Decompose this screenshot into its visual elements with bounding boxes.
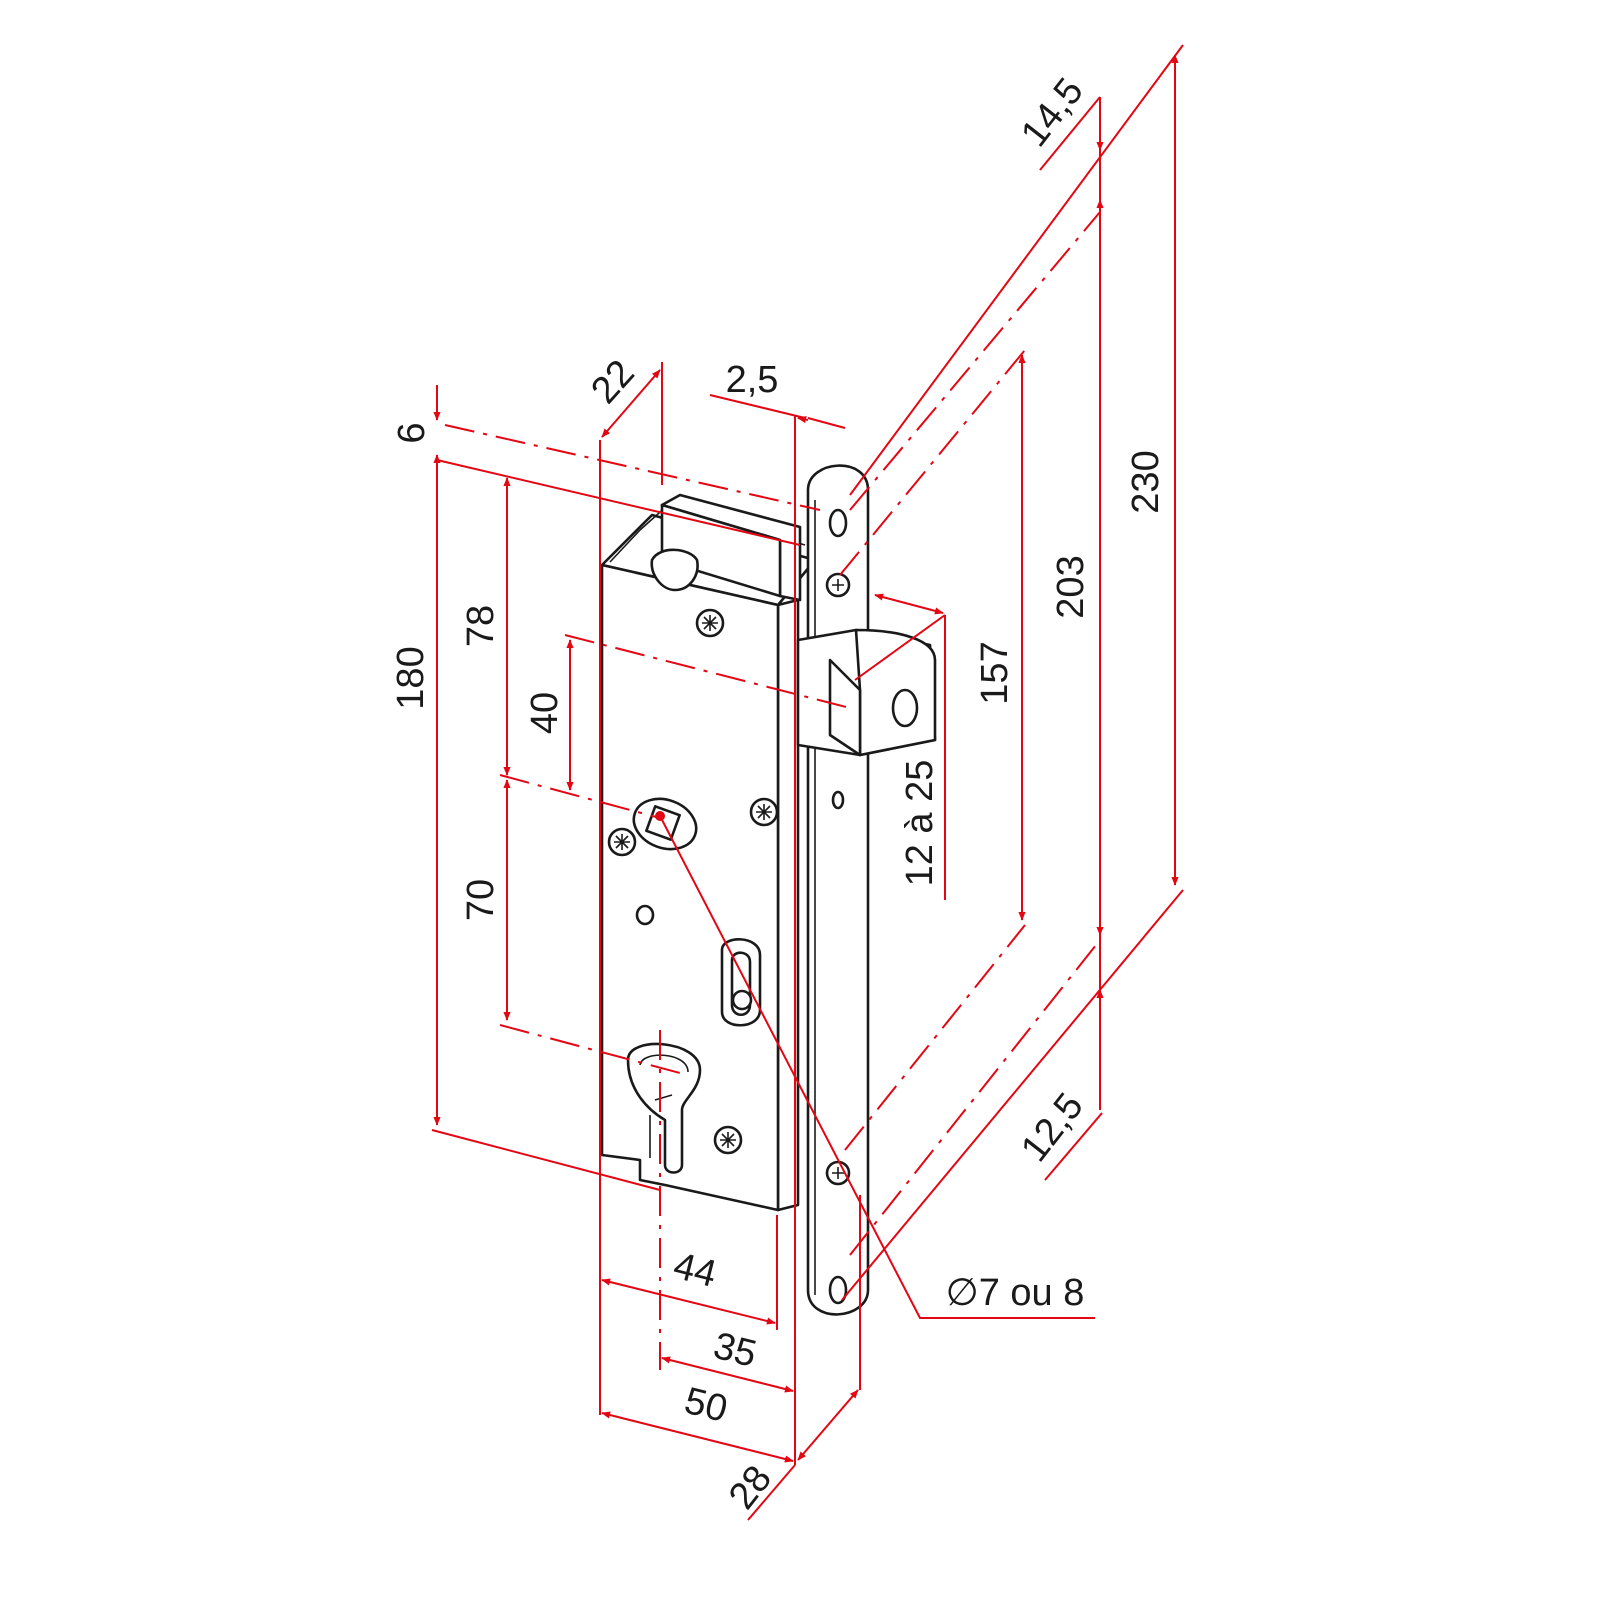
dim-line-28	[797, 1389, 859, 1461]
label-157: 157	[974, 641, 1016, 704]
label-44: 44	[669, 1245, 720, 1296]
dimension-lines	[431, 44, 1184, 1521]
label-12-25: 12 à 25	[899, 760, 941, 887]
label-2-5: 2,5	[726, 359, 779, 401]
top-latch-block	[650, 493, 802, 602]
forend-screw-hole-bottom	[828, 1275, 848, 1305]
screw-icon	[749, 797, 779, 827]
label-28: 28	[721, 1458, 780, 1517]
dim-line-22	[601, 369, 661, 438]
dim-line-12-25	[874, 593, 944, 615]
case-front-plate	[600, 563, 780, 1212]
label-hole-diameter: ∅7 ou 8	[946, 1272, 1085, 1314]
forend-screw-hole-top	[828, 508, 848, 538]
dim-line-44	[601, 1278, 776, 1325]
latch-bolt	[796, 628, 937, 757]
dim-line-50	[601, 1411, 794, 1463]
label-35: 35	[709, 1325, 760, 1376]
label-180: 180	[390, 646, 432, 709]
case-screws	[607, 608, 779, 1155]
forend-small-hole	[831, 790, 845, 810]
dim-line-2-5	[797, 416, 809, 424]
label-14-5: 14,5	[1013, 71, 1092, 155]
label-12-5: 12,5	[1013, 1086, 1092, 1170]
label-6: 6	[391, 422, 433, 443]
label-203: 203	[1050, 555, 1092, 618]
cylinder-cutout	[626, 1042, 702, 1174]
slotted-adjuster	[720, 938, 762, 1027]
small-hole	[635, 904, 655, 926]
label-78: 78	[460, 605, 502, 647]
screw-icon	[695, 608, 725, 638]
screw-icon	[607, 827, 637, 857]
dim-line-35	[661, 1356, 794, 1393]
screw-icon	[713, 1125, 743, 1155]
label-22: 22	[583, 352, 643, 412]
hole-leader	[659, 815, 1095, 1319]
forend-plate	[806, 464, 870, 1316]
label-50: 50	[680, 1380, 731, 1431]
latch-hole	[891, 688, 919, 728]
label-40: 40	[524, 692, 566, 734]
label-230: 230	[1125, 450, 1167, 513]
label-70: 70	[460, 879, 502, 921]
